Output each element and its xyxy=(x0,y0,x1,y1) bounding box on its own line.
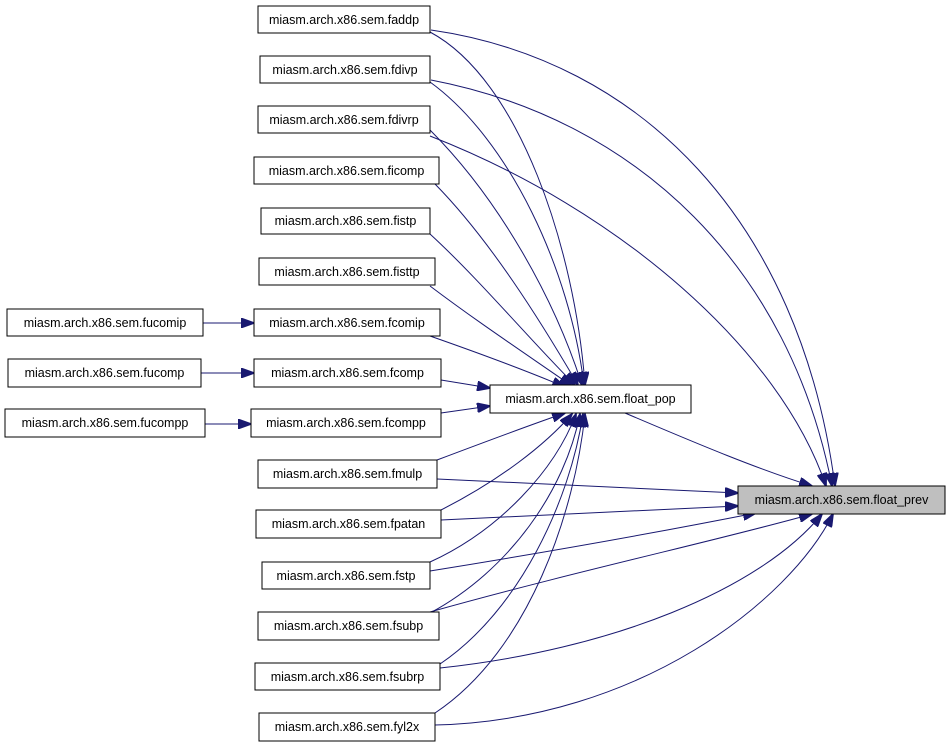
node-fsubrp[interactable]: miasm.arch.x86.sem.fsubrp xyxy=(254,662,441,691)
node-float-prev[interactable]: miasm.arch.x86.sem.float_prev xyxy=(737,485,946,515)
edge-fcomip-float-pop xyxy=(429,335,565,387)
edge-ficomp-float-pop xyxy=(434,183,578,385)
edge-fyl2x-float-prev xyxy=(434,514,833,726)
node-label: miasm.arch.x86.sem.fucompp xyxy=(22,416,189,430)
edge-fcomp-float-pop xyxy=(440,379,490,388)
edge-fsubrp-float-prev xyxy=(439,514,822,669)
node-ficomp[interactable]: miasm.arch.x86.sem.ficomp xyxy=(253,156,440,185)
node-label: miasm.arch.x86.sem.fpatan xyxy=(272,517,426,531)
node-fistp[interactable]: miasm.arch.x86.sem.fistp xyxy=(260,207,431,235)
edge-fpatan-float-pop xyxy=(440,414,572,511)
node-label: miasm.arch.x86.sem.fdivrp xyxy=(269,113,418,127)
edge-fstp-float-pop xyxy=(429,414,576,563)
node-label: miasm.arch.x86.sem.fcomip xyxy=(269,316,425,330)
node-label: miasm.arch.x86.sem.fisttp xyxy=(274,265,419,279)
edge-fsubrp-float-pop xyxy=(439,414,583,665)
edge-float-pop-float-prev xyxy=(624,412,812,486)
node-label: miasm.arch.x86.sem.fstp xyxy=(277,569,416,583)
node-fdivp[interactable]: miasm.arch.x86.sem.fdivp xyxy=(259,55,431,84)
node-label: miasm.arch.x86.sem.fcomp xyxy=(271,366,424,380)
node-label: miasm.arch.x86.sem.float_pop xyxy=(505,392,675,406)
node-fpatan[interactable]: miasm.arch.x86.sem.fpatan xyxy=(255,509,442,539)
edge-fdivp-float-prev xyxy=(430,79,832,486)
node-faddp[interactable]: miasm.arch.x86.sem.faddp xyxy=(257,5,431,34)
graph-edges xyxy=(201,29,835,726)
node-fucomp[interactable]: miasm.arch.x86.sem.fucomp xyxy=(7,358,202,388)
edge-fdivrp-float-pop xyxy=(429,129,582,385)
node-label: miasm.arch.x86.sem.fmulp xyxy=(273,467,422,481)
node-label: miasm.arch.x86.sem.ficomp xyxy=(269,164,425,178)
edge-fyl2x-float-pop xyxy=(434,414,585,714)
node-fstp[interactable]: miasm.arch.x86.sem.fstp xyxy=(261,561,431,590)
node-fdivrp[interactable]: miasm.arch.x86.sem.fdivrp xyxy=(257,105,431,134)
node-float-pop[interactable]: miasm.arch.x86.sem.float_pop xyxy=(489,384,692,414)
node-fcomip[interactable]: miasm.arch.x86.sem.fcomip xyxy=(253,308,441,337)
node-label: miasm.arch.x86.sem.fsubrp xyxy=(271,670,425,684)
edge-fdivrp-float-prev xyxy=(429,135,826,486)
node-fyl2x[interactable]: miasm.arch.x86.sem.fyl2x xyxy=(258,712,436,742)
edge-faddp-float-prev xyxy=(430,29,835,486)
edge-fsubp-float-prev xyxy=(429,514,812,613)
node-label: miasm.arch.x86.sem.fucomp xyxy=(25,366,185,380)
node-fisttp[interactable]: miasm.arch.x86.sem.fisttp xyxy=(258,257,436,286)
node-fcompp[interactable]: miasm.arch.x86.sem.fcompp xyxy=(250,408,442,438)
node-label: miasm.arch.x86.sem.fsubp xyxy=(274,619,423,633)
node-label: miasm.arch.x86.sem.fucomip xyxy=(24,316,187,330)
edge-faddp-float-pop xyxy=(429,31,585,385)
edge-fstp-float-prev xyxy=(429,513,756,572)
edge-fcompp-float-pop xyxy=(440,406,490,414)
graph-nodes: miasm.arch.x86.sem.float_prev miasm.arch… xyxy=(4,5,946,742)
node-label: miasm.arch.x86.sem.fcompp xyxy=(266,416,426,430)
node-label: miasm.arch.x86.sem.float_prev xyxy=(755,493,929,507)
node-fsubp[interactable]: miasm.arch.x86.sem.fsubp xyxy=(257,611,440,641)
node-fucompp[interactable]: miasm.arch.x86.sem.fucompp xyxy=(4,408,206,438)
edge-fisttp-float-pop xyxy=(429,285,572,386)
node-label: miasm.arch.x86.sem.fistp xyxy=(275,214,417,228)
edge-fmulp-float-pop xyxy=(436,413,565,461)
node-fucomip[interactable]: miasm.arch.x86.sem.fucomip xyxy=(6,308,204,337)
node-label: miasm.arch.x86.sem.fdivp xyxy=(272,63,417,77)
node-fmulp[interactable]: miasm.arch.x86.sem.fmulp xyxy=(257,459,438,489)
node-fcomp[interactable]: miasm.arch.x86.sem.fcomp xyxy=(253,358,442,388)
edge-fdivp-float-pop xyxy=(429,81,584,385)
edge-fpatan-float-prev xyxy=(440,506,738,521)
node-label: miasm.arch.x86.sem.faddp xyxy=(269,13,419,27)
node-label: miasm.arch.x86.sem.fyl2x xyxy=(275,720,420,734)
edge-fistp-float-pop xyxy=(429,233,575,385)
edge-fsubp-float-pop xyxy=(429,414,580,614)
edge-fmulp-float-prev xyxy=(436,478,738,493)
